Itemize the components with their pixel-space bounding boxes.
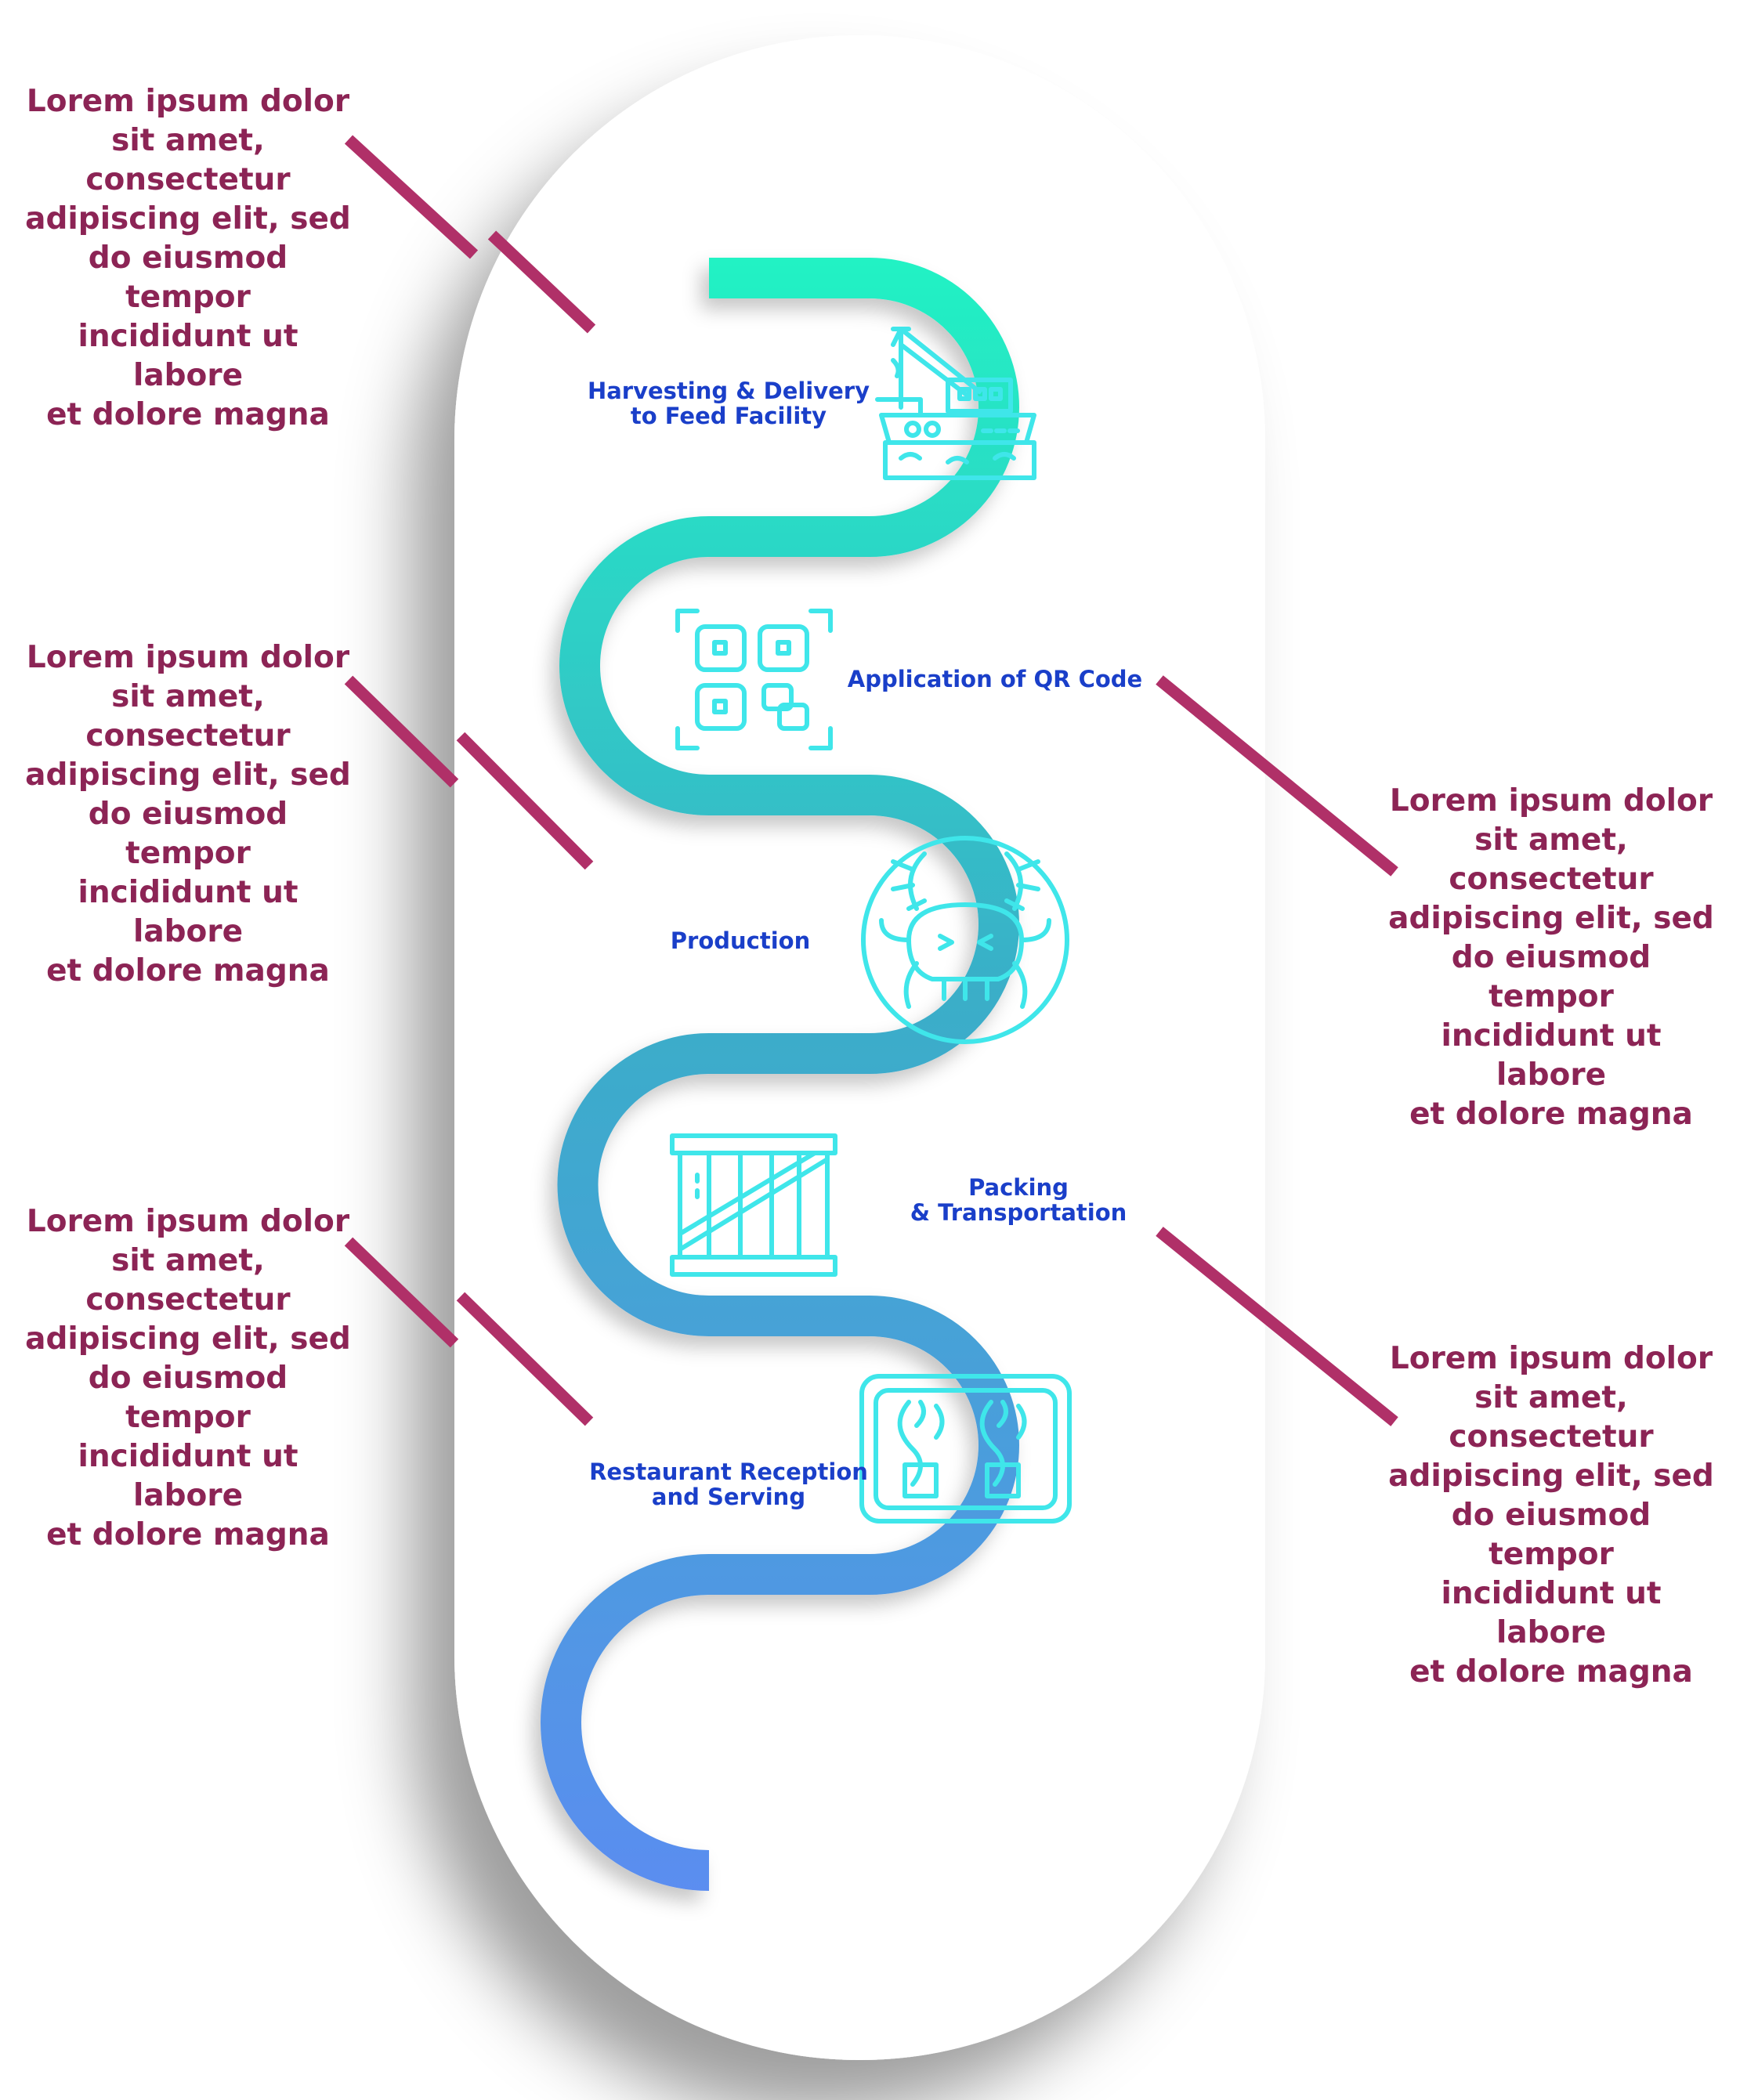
step-label-packing: Packing & Transportation <box>910 1174 1127 1226</box>
note-left-3: Lorem ipsum dolor sit amet, consectetur … <box>25 1204 351 1552</box>
connector-line-1 <box>344 135 596 334</box>
connector-line-5 <box>1156 1227 1398 1426</box>
crab-icon <box>861 836 1069 1044</box>
step-label-qr-code: Application of QR Code <box>847 666 1143 692</box>
crab-claws-plate-icon <box>859 1374 1072 1523</box>
step-label-production: Production <box>670 927 811 954</box>
note-right-1: Lorem ipsum dolor sit amet, consectetur … <box>1388 783 1714 1132</box>
connector-line-2 <box>344 675 594 870</box>
note-left-1: Lorem ipsum dolor sit amet, consectetur … <box>25 84 351 432</box>
note-right-2: Lorem ipsum dolor sit amet, consectetur … <box>1388 1341 1714 1690</box>
crate-icon <box>670 1133 837 1277</box>
process-path <box>541 258 1019 1891</box>
connector-line-3 <box>344 1237 594 1426</box>
qr-code-icon <box>675 609 833 750</box>
fishing-boat-icon <box>875 327 1036 480</box>
step-label-restaurant: Restaurant Reception and Serving <box>589 1458 868 1510</box>
connector-line-4 <box>1156 675 1398 877</box>
note-left-2: Lorem ipsum dolor sit amet, consectetur … <box>25 640 351 989</box>
step-label-harvesting: Harvesting & Delivery to Feed Facility <box>587 378 870 429</box>
